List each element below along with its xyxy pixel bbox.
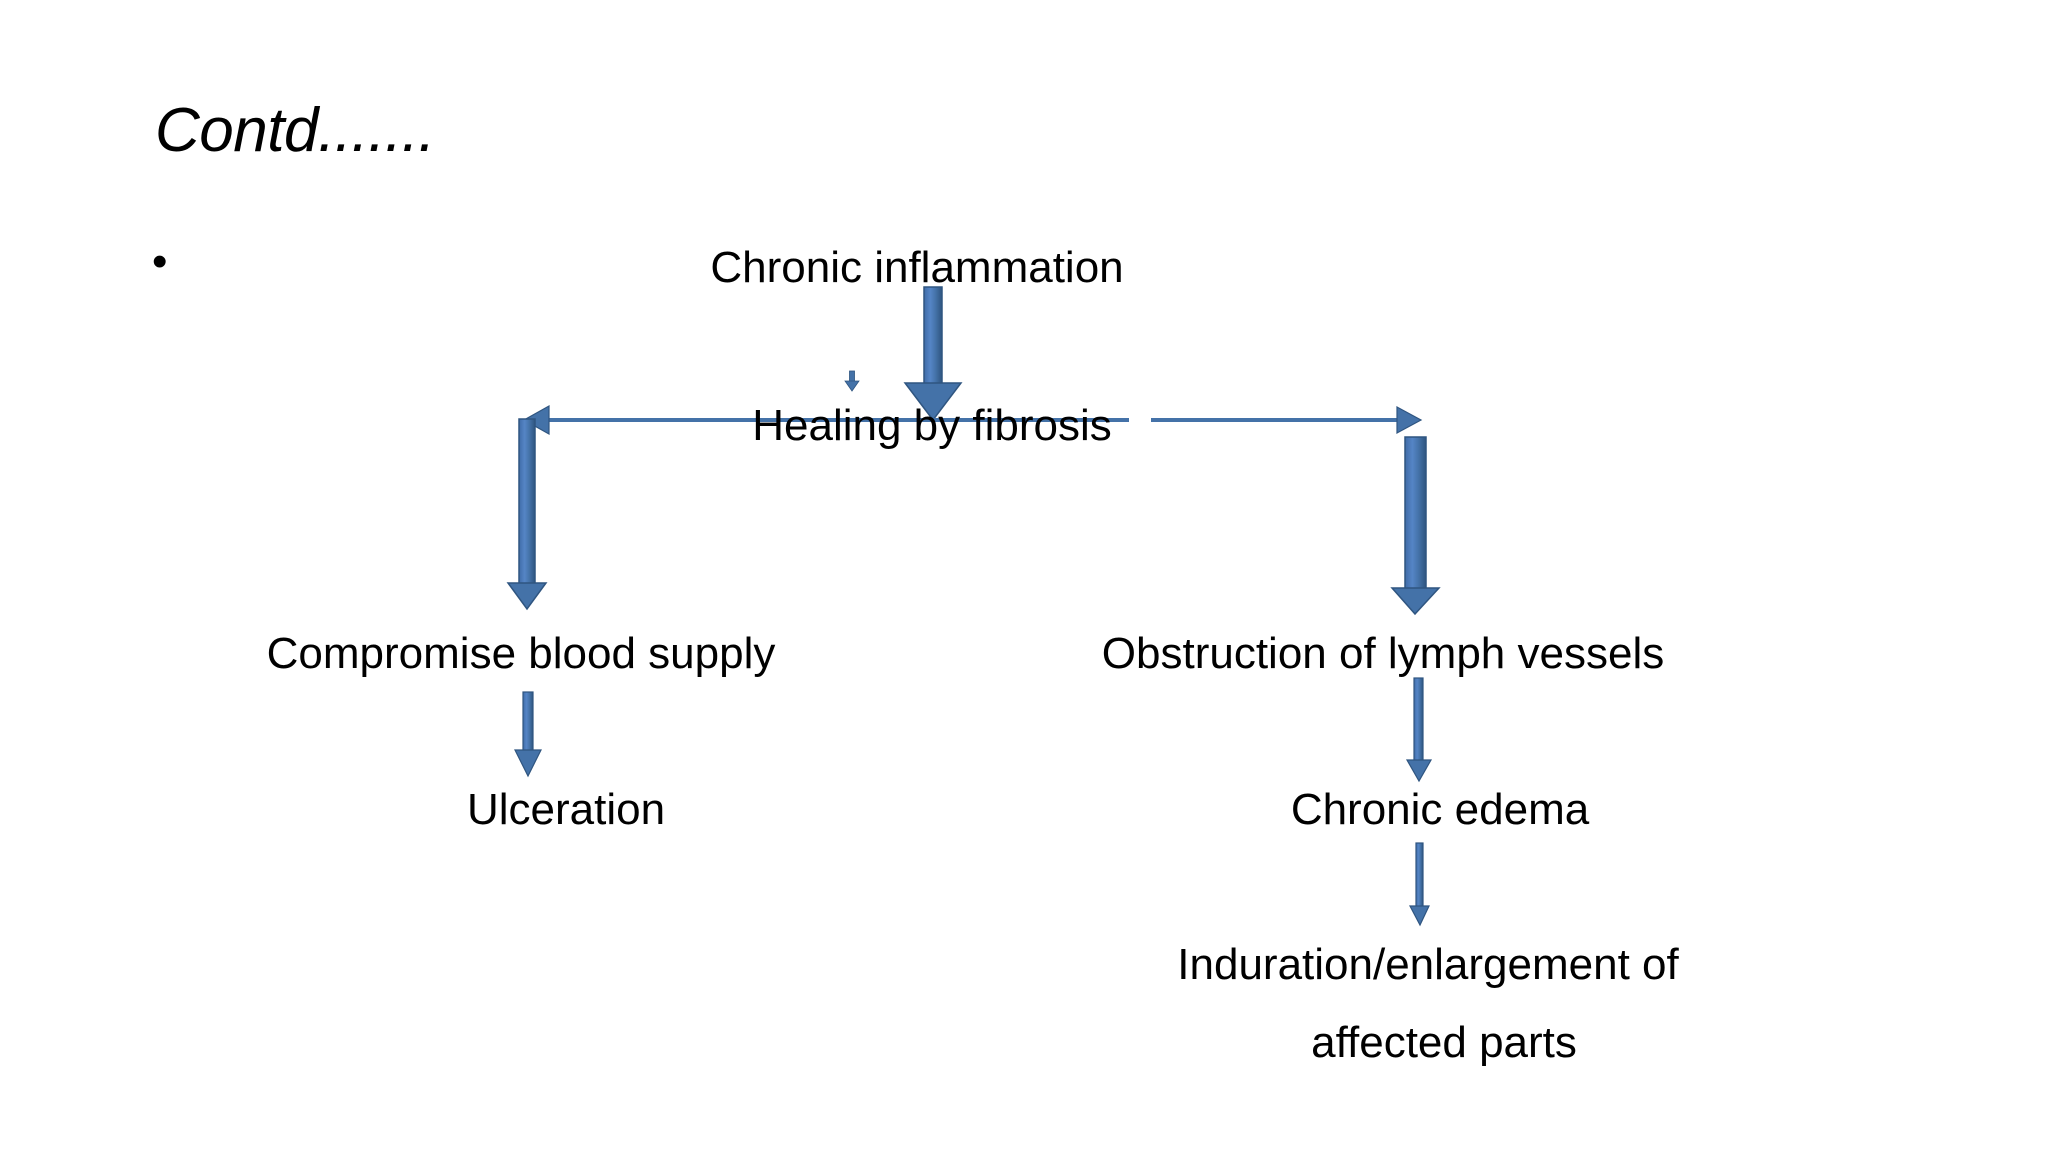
node-compromise-blood-supply: Compromise blood supply [266, 629, 776, 678]
node-chronic-inflammation: Chronic inflammation [710, 243, 1124, 292]
bullet-marker: • [152, 237, 168, 286]
node-healing-by-fibrosis: Healing by fibrosis [752, 401, 1112, 450]
arrow-down-to-ulceration [514, 691, 542, 778]
node-induration-enlargement-line1: Induration/enlargement of [1177, 940, 1679, 989]
node-induration-enlargement-line2: affected parts [1311, 1018, 1577, 1067]
page-title: Contd....... [155, 96, 436, 165]
node-ulceration: Ulceration [466, 785, 666, 834]
arrow-down-to-compromise-blood [506, 418, 548, 611]
node-chronic-edema: Chronic edema [1290, 785, 1590, 834]
node-obstruction-of-lymph-vessels: Obstruction of lymph vessels [1101, 629, 1665, 678]
arrow-down-to-chronic-edema [1405, 677, 1433, 783]
arrow-down-to-obstruction-lymph [1390, 436, 1441, 616]
arrow-down-to-induration [1409, 842, 1430, 927]
arrow-small-stray [844, 370, 860, 392]
arrow-healing-to-right-branch [1151, 405, 1423, 435]
